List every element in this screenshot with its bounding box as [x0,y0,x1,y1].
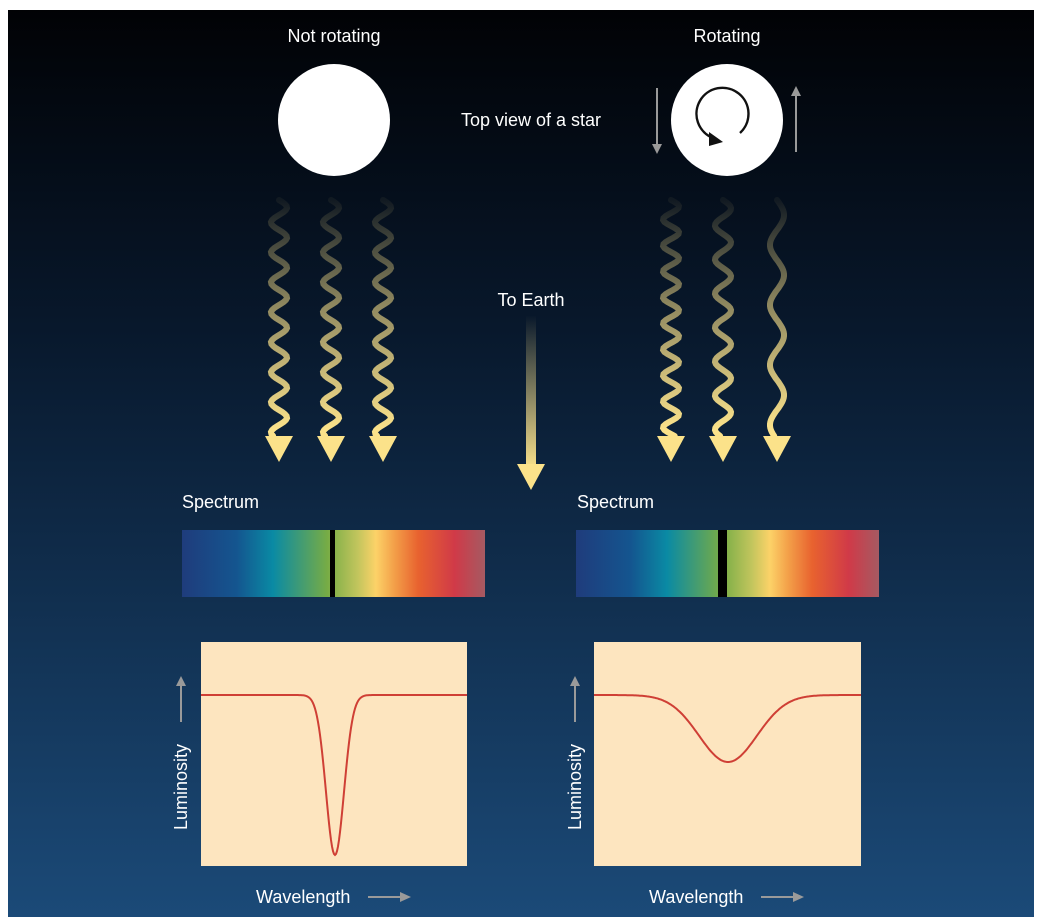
light-waves-non-rotating [265,197,397,462]
non-rotating-star [278,64,390,176]
light-wave-right-2 [711,197,735,439]
wavelength-label-left: Wavelength [256,887,350,907]
luminosity-label-right: Luminosity [565,744,585,830]
rotating-title: Rotating [693,26,760,46]
wavelength-axis-right: Wavelength [649,887,804,907]
light-wave-left-3 [371,197,395,439]
light-wave-right-2-arrowhead [709,436,737,462]
background-panel [8,10,1034,917]
top-view-label: Top view of a star [461,110,601,130]
light-wave-right-3-arrowhead [763,436,791,462]
to-earth-label: To Earth [497,290,564,310]
wavelength-axis-left: Wavelength [256,887,411,907]
line-profile-narrow [201,694,467,857]
absorption-line-right [718,530,727,597]
light-wave-right-3 [767,197,787,439]
receding-side-arrow-icon [652,88,662,154]
rotating-star [671,64,783,176]
not-rotating-title: Not rotating [287,26,380,46]
light-wave-right-1 [659,197,683,439]
graph-area-right [594,642,861,866]
to-earth-arrow [517,316,545,490]
spectrum-label-left: Spectrum [182,492,259,512]
light-wave-left-2 [319,197,343,439]
spectrum-bar-right [576,530,879,597]
wavelength-label-right: Wavelength [649,887,743,907]
light-wave-left-1-arrowhead [265,436,293,462]
light-wave-left-2-arrowhead [317,436,345,462]
spectrum-label-right: Spectrum [577,492,654,512]
graph-area-left [201,642,467,866]
light-wave-right-1-arrowhead [657,436,685,462]
line-profile-broad [594,694,861,763]
absorption-line-left [330,530,335,597]
light-waves-rotating [657,197,791,462]
light-wave-left-1 [267,197,291,439]
luminosity-label-left: Luminosity [171,744,191,830]
luminosity-axis-left: Luminosity [171,676,191,830]
rotation-arrow-icon [695,86,750,146]
light-wave-left-3-arrowhead [369,436,397,462]
approaching-side-arrow-icon [791,86,801,152]
luminosity-axis-right: Luminosity [565,676,585,830]
